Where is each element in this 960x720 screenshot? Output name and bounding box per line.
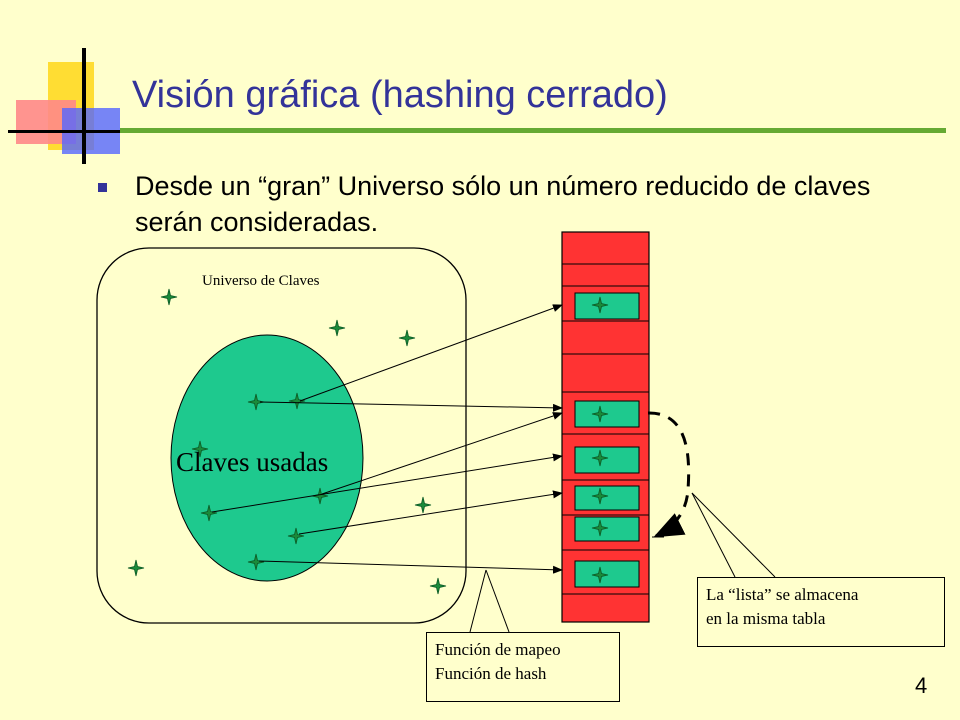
mapping-function-callout: Función de mapeo Función de hash xyxy=(426,632,620,702)
key-star xyxy=(414,496,432,514)
title-underline xyxy=(120,128,946,133)
used-keys-label: Claves usadas xyxy=(176,447,329,477)
corner-logo xyxy=(8,48,134,164)
logo-horizontal-line xyxy=(8,130,134,133)
table-entry xyxy=(574,485,640,511)
callout-line: en la misma tabla xyxy=(706,609,826,628)
mapping-arrow xyxy=(259,401,563,412)
callout-line: La “lista” se almacena xyxy=(706,585,859,604)
key-star xyxy=(398,329,416,347)
mapping-arrow xyxy=(298,490,563,535)
key-star xyxy=(160,288,178,306)
collision-dashed-arrow xyxy=(647,411,691,538)
universe-label: Universo de Claves xyxy=(202,273,320,289)
mapping-callout-pointer xyxy=(469,569,487,633)
list-callout-pointer xyxy=(691,492,776,578)
list-callout-pointer xyxy=(691,492,736,578)
page-number: 4 xyxy=(915,673,928,698)
callout-line: Función de hash xyxy=(435,664,547,683)
list-storage-callout: La “lista” se almacena en la misma tabla xyxy=(697,577,945,647)
table-entry xyxy=(574,446,640,474)
key-star xyxy=(127,559,145,577)
table-entry xyxy=(574,516,640,542)
hash-table xyxy=(561,231,650,623)
used-keys-ellipse xyxy=(170,334,364,582)
mapping-arrow xyxy=(258,560,563,574)
mapping-arrow xyxy=(321,412,563,495)
table-entry xyxy=(574,292,640,320)
bullet-text: Desde un “gran” Universo sólo un número … xyxy=(135,171,871,237)
mapping-arrow xyxy=(211,453,563,513)
logo-vertical-line xyxy=(82,48,86,164)
bullet-marker xyxy=(98,183,107,192)
slide-title: Visión gráfica (hashing cerrado) xyxy=(132,74,668,116)
callout-line: Función de mapeo xyxy=(435,640,561,659)
table-entry xyxy=(574,400,640,428)
universe-box xyxy=(96,247,467,624)
mapping-arrow xyxy=(299,304,563,402)
mapping-callout-pointer xyxy=(485,569,510,633)
key-star xyxy=(429,577,447,595)
mapping-arrows xyxy=(211,304,563,574)
key-star xyxy=(328,319,346,337)
table-entry xyxy=(574,560,640,588)
